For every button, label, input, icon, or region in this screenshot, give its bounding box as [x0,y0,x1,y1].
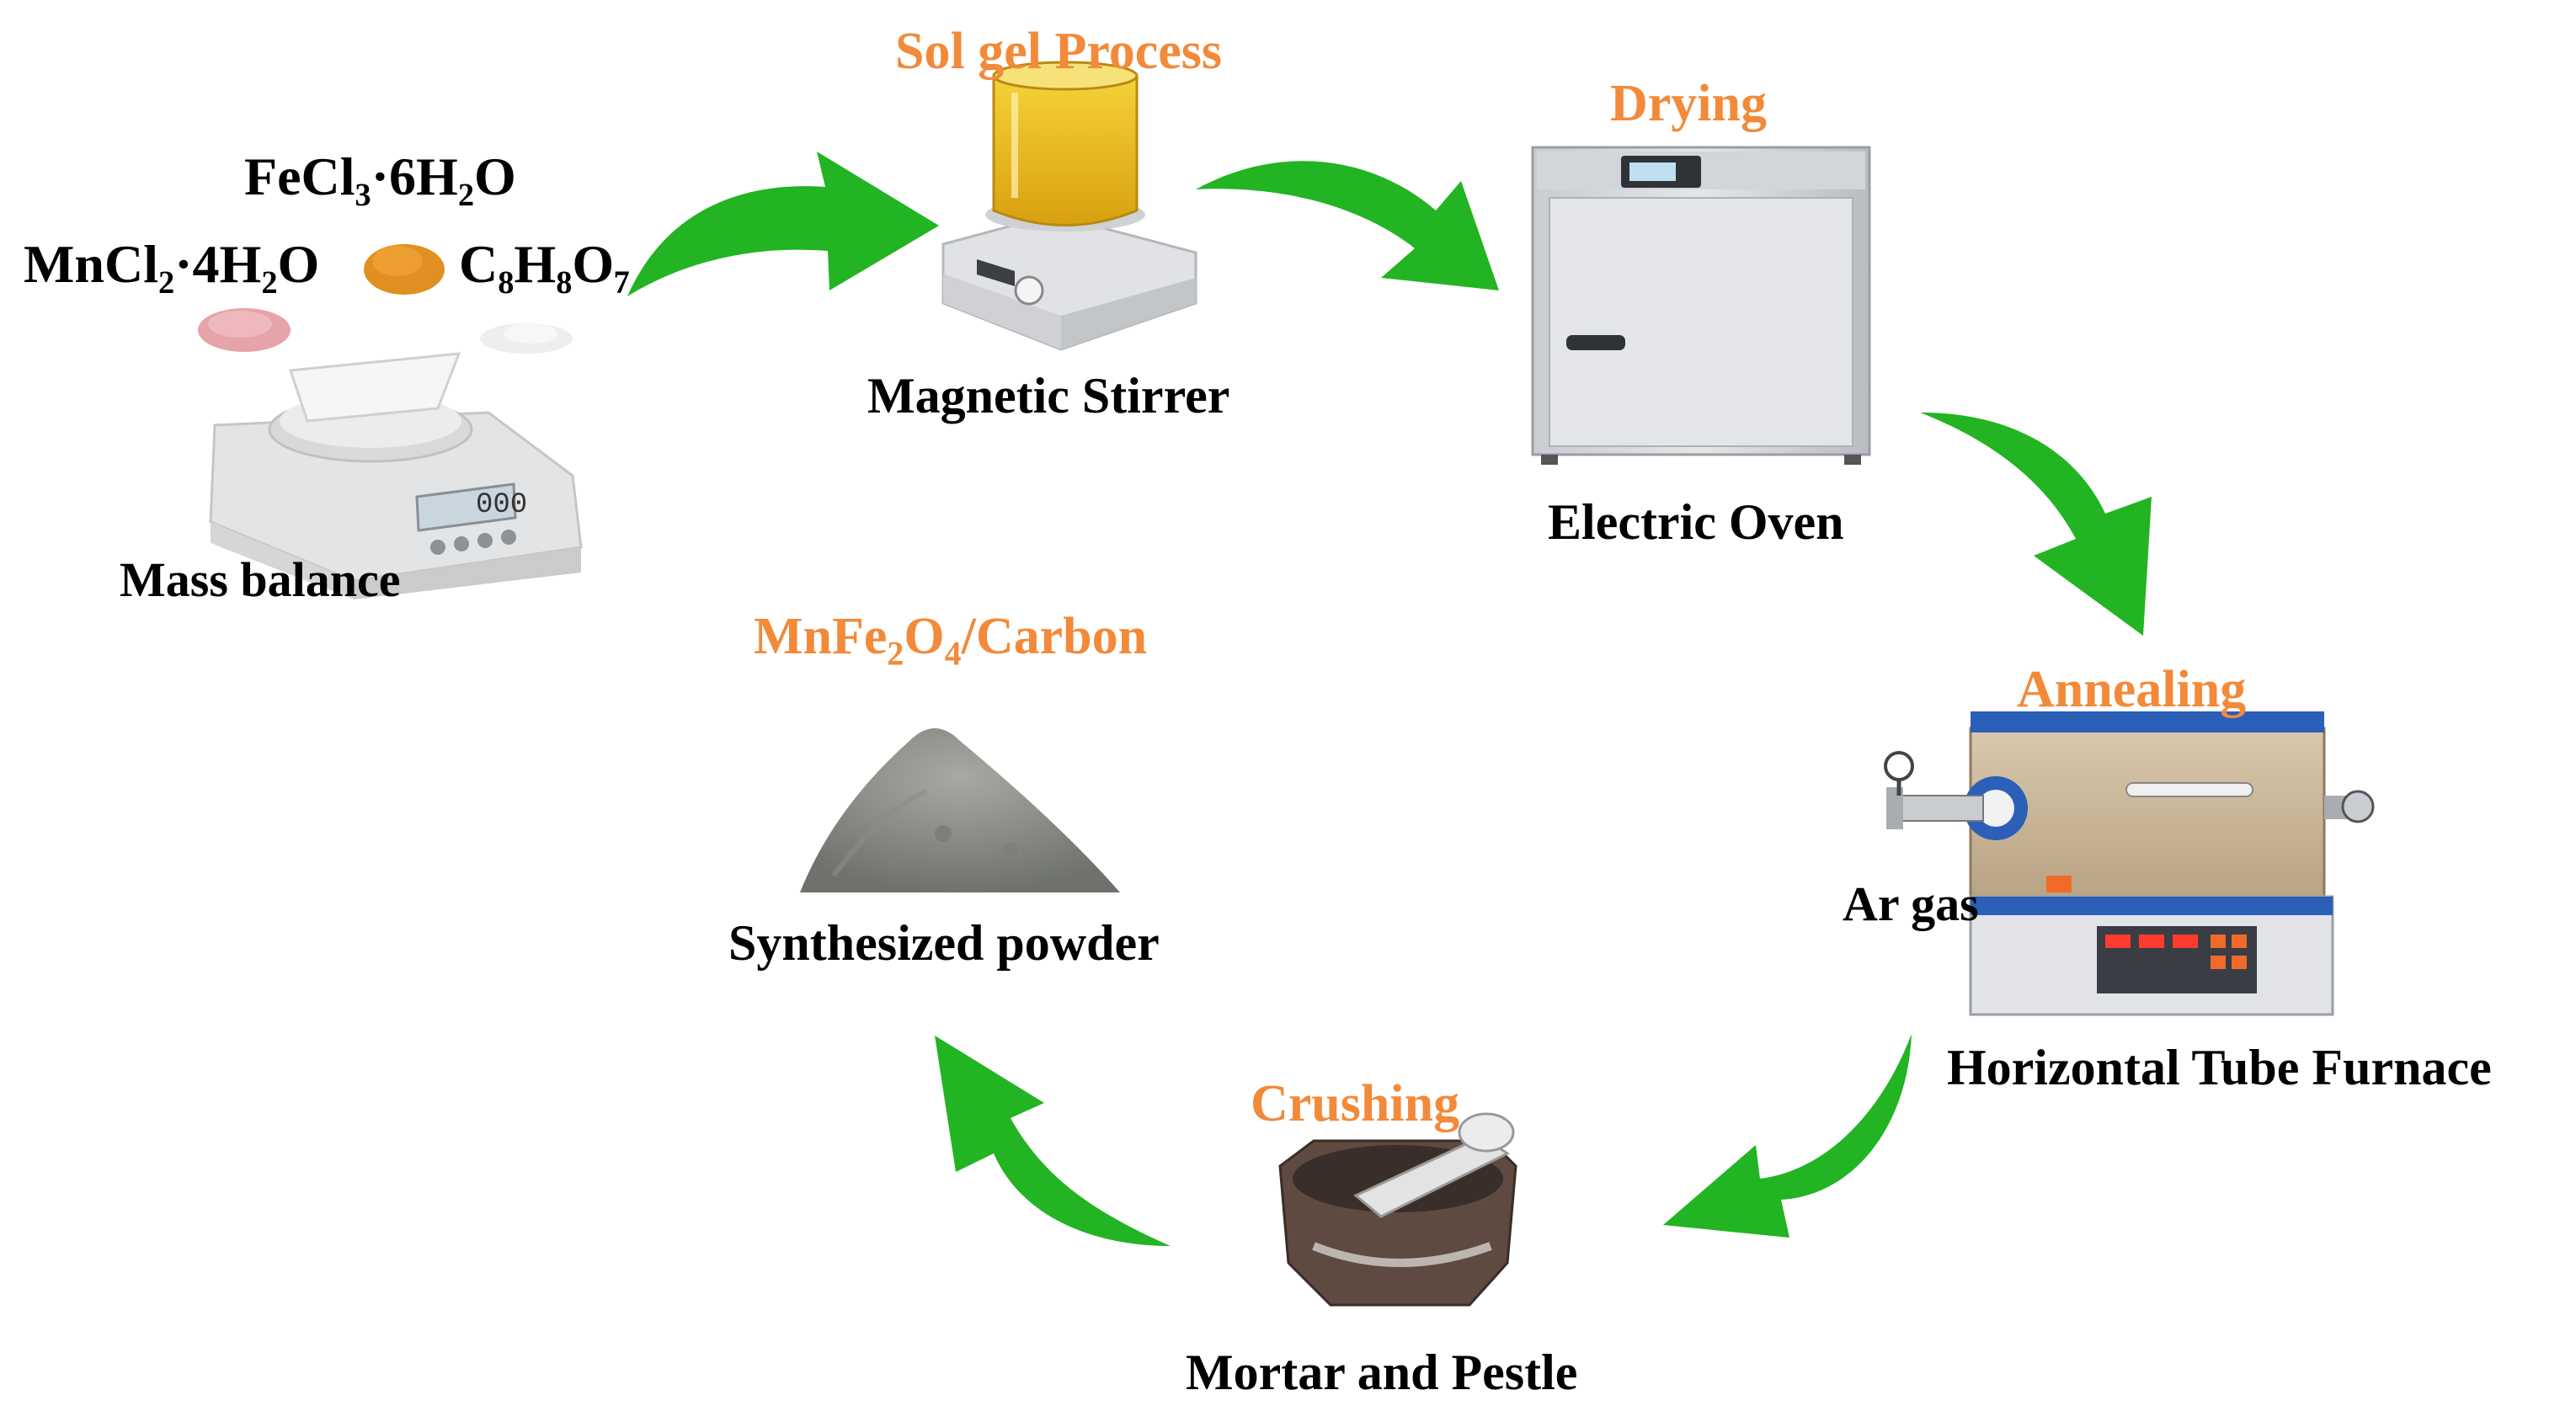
ar-gas-label: Ar gas [1843,876,1979,931]
crushing-title: Crushing [1251,1075,1460,1132]
arrow-annealing-to-crushing [1663,1034,1912,1238]
mass-balance-illustration [209,352,583,599]
synthesized-powder-pile [800,728,1120,892]
product-formula-subscript-1: 2 [887,634,904,673]
reagent-iron-chloride-label: FeCl₃·6H₂O [244,146,516,206]
arrow-crushing-to-product [935,1036,1171,1246]
product-formula-mid: O [904,608,945,665]
manganese-chloride-powder [198,308,291,352]
mortar-and-pestle-label: Mortar and Pestle [1186,1345,1578,1400]
tube-furnace-label: Horizontal Tube Furnace [1947,1040,2492,1095]
arrow-weighing-to-solgel [627,152,939,296]
arrow-solgel-to-drying [1196,161,1499,290]
magnetic-stirrer-label: Magnetic Stirrer [867,368,1230,423]
product-formula-title: MnFe2O4/Carbon [754,610,1147,670]
synthesized-powder-label: Synthesized powder [728,915,1160,971]
annealing-title: Annealing [2017,661,2247,718]
electric-oven-label: Electric Oven [1548,494,1844,550]
electric-oven-illustration [1531,146,1871,465]
drying-title: Drying [1610,75,1767,132]
product-formula-prefix: MnFe [754,608,888,665]
mortar-and-pestle-illustration [1278,1112,1517,1307]
arrow-drying-to-annealing [1920,413,2152,636]
sol-gel-process-title: Sol gel Process [895,23,1223,80]
tube-furnace-illustration [1884,711,2375,1016]
iron-chloride-powder [364,244,445,295]
product-formula-suffix: /Carbon [961,608,1148,665]
product-formula-subscript-2: 4 [944,634,962,673]
mass-balance-label: Mass balance [120,552,401,607]
citric-acid-powder [480,323,573,354]
reagent-citric-acid-label: C₈H₈O₇ [459,234,631,294]
magnetic-stirrer-illustration [941,61,1197,351]
balance-display-reading: 000 [476,489,527,521]
reagent-manganese-chloride-label: MnCl₂·4H₂O [24,234,320,294]
